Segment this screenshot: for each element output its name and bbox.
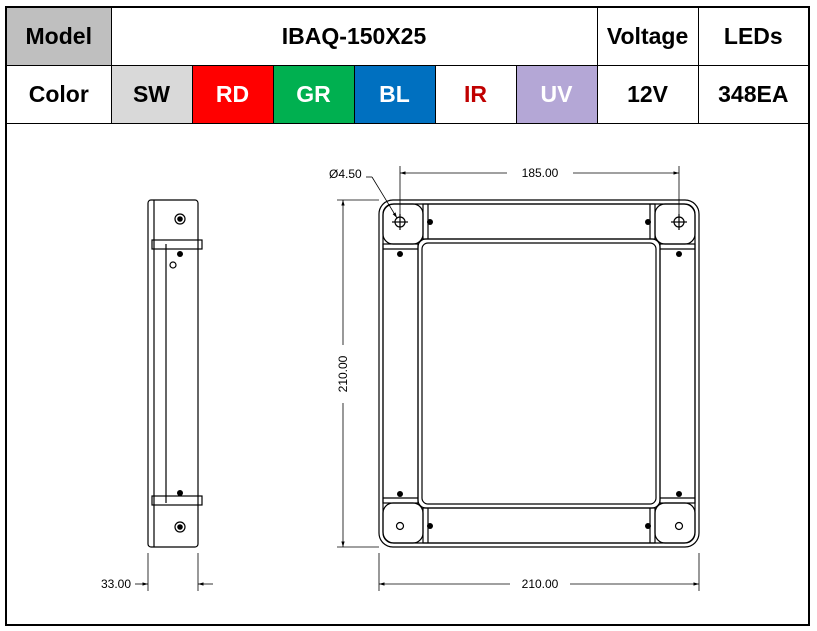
led-bar-bottom (422, 507, 656, 544)
voltage-label: Voltage (596, 8, 699, 66)
mounting-hole-bottom-left (395, 521, 405, 531)
mounting-hole-top-right (671, 214, 687, 230)
corner-top-left (382, 203, 424, 245)
led-bar-top (422, 203, 656, 240)
voltage-value: 12V (596, 65, 699, 124)
model-label: Model (7, 8, 112, 66)
dim-height: 210.00 (336, 355, 350, 392)
spec-table: Model IBAQ-150X25 Voltage LEDs Color SW … (7, 8, 809, 124)
side-view (147, 199, 203, 548)
color-swatch-sw: SW (110, 65, 193, 124)
dim-side-depth: 33.00 (101, 577, 131, 591)
color-swatch-gr: GR (272, 65, 355, 124)
model-value: IBAQ-150X25 (110, 8, 598, 66)
color-swatch-bl: BL (353, 65, 436, 124)
color-swatch-rd: RD (191, 65, 274, 124)
dim-hole-diameter: Ø4.50 (329, 167, 362, 181)
color-swatch-ir: IR (434, 65, 517, 124)
technical-drawing: 185.00 Ø4.50 210.00 210.00 33.00 (101, 166, 700, 591)
dim-top-width: 185.00 (522, 166, 559, 180)
inner-window (417, 238, 661, 509)
leds-value: 348EA (697, 65, 809, 124)
spec-sheet: Model IBAQ-150X25 Voltage LEDs Color SW … (5, 6, 810, 626)
leds-label: LEDs (697, 8, 809, 66)
color-swatch-uv: UV (515, 65, 598, 124)
screws (397, 219, 682, 529)
dimension-lines (135, 166, 700, 591)
led-bar-right (659, 243, 696, 504)
color-label: Color (7, 65, 112, 124)
corner-bottom-left (382, 502, 424, 544)
mounting-hole-bottom-right (674, 521, 684, 531)
dim-bottom-width: 210.00 (522, 577, 559, 591)
led-bar-left (382, 243, 419, 504)
front-view (378, 199, 700, 548)
mounting-hole-top-left (392, 214, 408, 230)
corner-bottom-right (654, 502, 696, 544)
